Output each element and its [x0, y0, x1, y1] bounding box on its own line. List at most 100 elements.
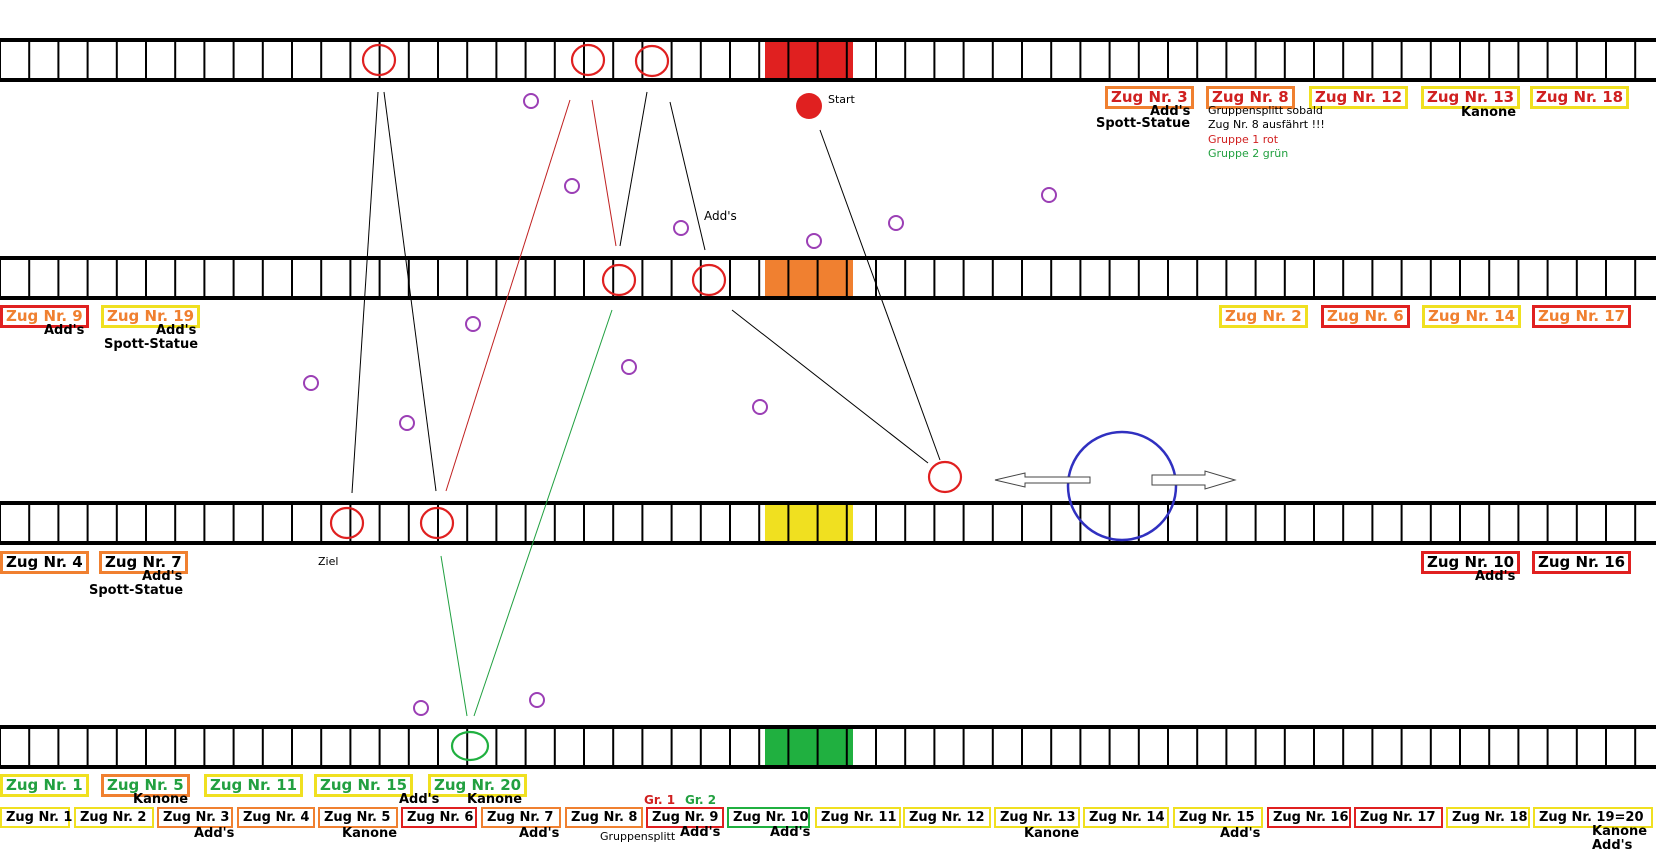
group1-note: Gruppe 1 rot [1208, 133, 1279, 146]
start-block [765, 40, 853, 80]
zug-label: Zug Nr. 17 [1532, 305, 1632, 328]
zug-note: Spott-Statue [89, 583, 184, 598]
route-lines [351, 91, 941, 717]
timeline-item: Zug Nr. 13 [994, 807, 1080, 828]
route-line-black [819, 129, 941, 461]
timeline-item: Zug Nr. 8 [565, 807, 643, 828]
blue-circle-icon [1066, 430, 1178, 542]
zug-label: Zug Nr. 6 [1321, 305, 1410, 328]
start-marker-icon [796, 93, 822, 119]
timeline-note: Add's [680, 825, 721, 840]
track-green [0, 725, 1656, 769]
zug-label: Zug Nr. 4 [0, 551, 89, 574]
zug-note: Kanone [467, 792, 523, 807]
zug-label: Zug Nr. 2 [1219, 305, 1308, 328]
purple-circle-icon [564, 178, 580, 194]
timeline-note: Add's [1220, 826, 1261, 841]
timeline-item: Zug Nr. 5 [318, 807, 398, 828]
red-circle-icon [419, 506, 455, 540]
zug-note: Add's [399, 792, 440, 807]
zug-label: Zug Nr. 9 [0, 305, 89, 328]
timeline-item: Zug Nr. 2 [74, 807, 154, 828]
purple-circle-icon [752, 399, 768, 415]
zug-label: Zug Nr. 15 [314, 774, 414, 797]
red-circle-icon [634, 44, 670, 78]
route-line-green [473, 309, 613, 717]
zug-note: Add's [142, 569, 183, 584]
zug-note: Add's [44, 323, 85, 338]
red-circle-icon [927, 460, 963, 494]
zug-label: Zug Nr. 8 [1206, 86, 1295, 109]
zug-label: Zug Nr. 12 [1309, 86, 1409, 109]
zug-note: Kanone [1461, 105, 1517, 120]
timeline-item: Zug Nr. 11 [815, 807, 901, 828]
timeline-note: Add's [519, 826, 560, 841]
zug-note: Add's [1475, 569, 1516, 584]
zug-note: Kanone [133, 792, 189, 807]
zug-label: Zug Nr. 11 [204, 774, 304, 797]
gr1-label: Gr. 1 [644, 793, 676, 807]
green-circle-icon [450, 730, 490, 762]
zug-label: Zug Nr. 16 [1532, 551, 1632, 574]
route-line-red [591, 99, 617, 247]
timeline-note: Kanone [1592, 824, 1648, 839]
arrow-left [994, 472, 1091, 488]
timeline-item: Zug Nr. 15 [1173, 807, 1263, 828]
zug-label: Zug Nr. 18 [1530, 86, 1630, 109]
adds-label: Add's [704, 209, 737, 223]
timeline-note: Add's [1592, 838, 1633, 853]
zug-label: Zug Nr. 13 [1421, 86, 1521, 109]
purple-circle-icon [529, 692, 545, 708]
zug-label: Zug Nr. 14 [1422, 305, 1522, 328]
red-circle-icon [601, 263, 637, 297]
route-line-black [731, 309, 929, 464]
markers [303, 43, 1178, 762]
gruppensplitt-label: Gruppensplitt [600, 830, 676, 843]
split-note: Gruppensplitt sobald [1208, 104, 1323, 117]
timeline-item: Zug Nr. 9 [646, 807, 724, 828]
timeline-item: Zug Nr. 14 [1083, 807, 1169, 828]
timeline-item: Zug Nr. 7 [481, 807, 561, 828]
purple-circle-icon [523, 93, 539, 109]
purple-circle-icon [465, 316, 481, 332]
zug-note: Spott-Statue [104, 337, 199, 352]
zug-label: Zug Nr. 10 [1421, 551, 1521, 574]
zug-note: Spott-Statue [1096, 116, 1191, 131]
zug-note: Add's [1150, 104, 1191, 119]
start-block [765, 727, 853, 767]
purple-circle-icon [1041, 187, 1057, 203]
red-circle-icon [329, 506, 365, 540]
timeline-item: Zug Nr. 16 [1267, 807, 1351, 828]
track-red [0, 38, 1656, 82]
ziel-label: Ziel [318, 555, 339, 568]
start-label: Start [828, 93, 855, 106]
timeline-item: Zug Nr. 10 [727, 807, 810, 828]
track-yellow [0, 501, 1656, 545]
route-line-black [669, 101, 706, 251]
start-block [765, 258, 853, 298]
purple-circle-icon [673, 220, 689, 236]
tracks-layer [0, 38, 1656, 769]
purple-circle-icon [806, 233, 822, 249]
zug-note: Add's [156, 323, 197, 338]
zug-label: Zug Nr. 3 [1105, 86, 1194, 109]
timeline-item: Zug Nr. 1 [0, 807, 72, 828]
zug-label: Zug Nr. 19 [101, 305, 201, 328]
purple-circle-icon [413, 700, 429, 716]
timeline-note: Kanone [342, 826, 398, 841]
red-circle-icon [570, 43, 606, 77]
split-note: Zug Nr. 8 ausfährt !!! [1208, 118, 1325, 131]
zug-label: Zug Nr. 20 [428, 774, 528, 797]
timeline-item: Zug Nr. 19=20 [1533, 807, 1653, 828]
zug-label: Zug Nr. 7 [99, 551, 188, 574]
gr2-label: Gr. 2 [685, 793, 717, 807]
arrow-right [1151, 470, 1237, 490]
route-line-green [440, 555, 468, 717]
timeline-item: Zug Nr. 6 [401, 807, 477, 828]
route-line-black [383, 91, 437, 492]
track-orange [0, 256, 1656, 300]
purple-circle-icon [303, 375, 319, 391]
purple-circle-icon [399, 415, 415, 431]
route-line-black [351, 91, 379, 494]
